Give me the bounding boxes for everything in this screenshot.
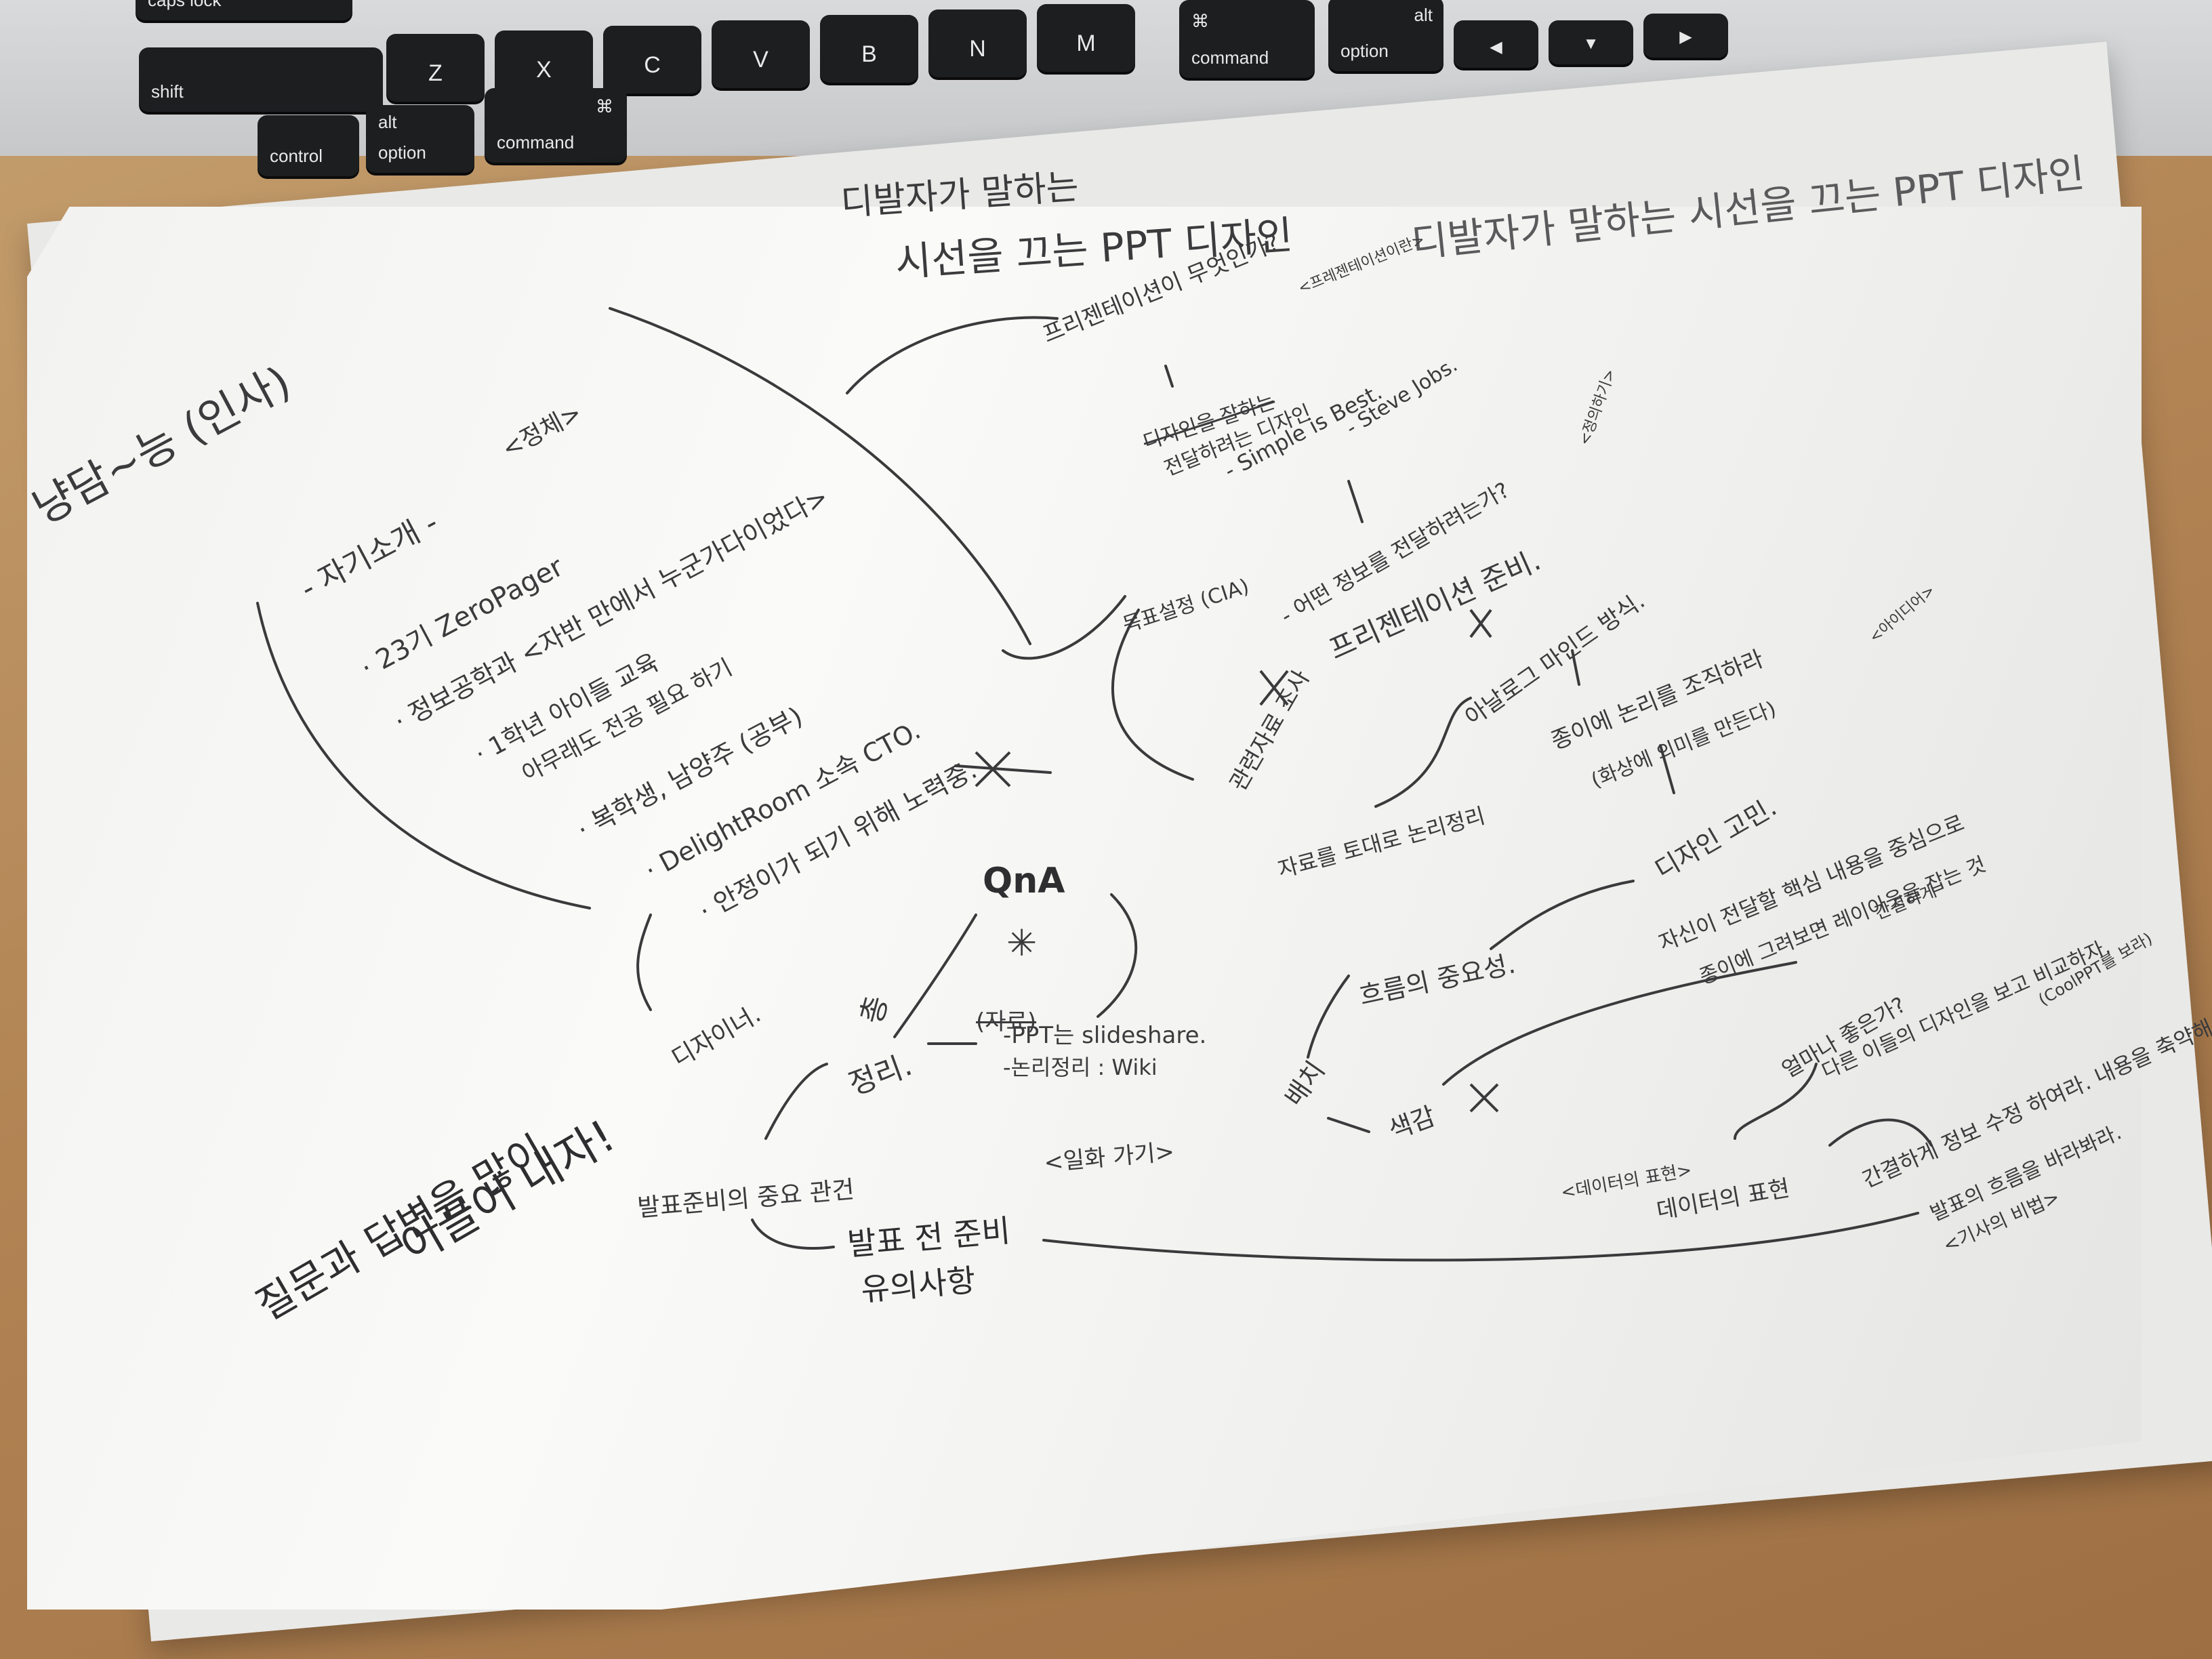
caps-lock-key[interactable]: caps lock	[136, 0, 352, 20]
b-key[interactable]: B	[820, 15, 918, 83]
arrow-intro-cross	[954, 764, 1052, 774]
arrow-to-color	[1327, 1117, 1370, 1133]
ppt-slideshare: -PPT는 slideshare.	[1003, 1022, 1207, 1049]
key-label: option	[378, 142, 426, 163]
n-key[interactable]: N	[928, 9, 1027, 77]
key-label: control	[270, 146, 323, 166]
arrow-to-data	[1734, 1063, 1818, 1140]
arrow-to-title	[846, 316, 1059, 394]
command-symbol-icon: ⌘	[596, 96, 613, 117]
shift-key[interactable]: shift	[139, 47, 383, 112]
arrow-down-2	[1347, 480, 1364, 523]
arrow-designer	[636, 914, 652, 1011]
key-label: N	[969, 36, 986, 62]
arrow-to-paper	[1571, 649, 1580, 686]
command-key-left[interactable]: ⌘ command	[485, 88, 627, 163]
key-label: shift	[151, 81, 184, 102]
asterisk-icon: ✳	[1006, 922, 1038, 964]
arrow-right-key[interactable]: ▶	[1643, 14, 1728, 58]
crossed-note: (자료)	[976, 1008, 1037, 1036]
control-key[interactable]: control	[258, 115, 359, 176]
arrow-to-flow	[1490, 880, 1635, 950]
arrow-data-to-simple	[1828, 1118, 1933, 1147]
key-label: V	[753, 47, 769, 73]
arrow-to-analog	[1374, 697, 1472, 808]
key-label: C	[644, 52, 661, 78]
cross-mark	[1469, 609, 1492, 638]
arrow-qna-right	[1097, 893, 1138, 1018]
arrow-left-icon: ◀	[1490, 38, 1502, 56]
paper-sheet	[27, 207, 2142, 1610]
key-label: M	[1076, 30, 1096, 56]
qna-label: QnA	[983, 861, 1065, 901]
arrow-to-layout	[1307, 975, 1350, 1059]
arrow-summary-qna	[893, 914, 977, 1038]
option-key-right[interactable]: alt option	[1328, 0, 1443, 71]
key-label: alt	[1414, 5, 1433, 25]
key-label: alt	[378, 112, 397, 132]
arrow-goal	[1002, 595, 1126, 660]
key-label: Z	[428, 60, 443, 86]
arrow-down-icon: ▼	[1582, 35, 1599, 53]
arrow-left-key[interactable]: ◀	[1454, 20, 1538, 68]
key-label: X	[536, 57, 552, 83]
arrow-to-design	[1659, 744, 1675, 794]
c-key[interactable]: C	[603, 26, 701, 94]
command-symbol-icon: ⌘	[1191, 11, 1209, 31]
v-key[interactable]: V	[712, 20, 810, 88]
m-key[interactable]: M	[1037, 4, 1135, 72]
command-key-right[interactable]: ⌘ command	[1179, 0, 1315, 78]
arrow-to-summary	[764, 1063, 828, 1140]
z-key[interactable]: Z	[386, 34, 485, 102]
arrow-to-prep	[1042, 1212, 1919, 1262]
x-key[interactable]: X	[495, 30, 593, 98]
cross-mark	[1469, 1083, 1499, 1113]
logic-wiki: -논리정리 : Wiki	[1003, 1054, 1158, 1080]
arrow-color-up	[1442, 961, 1797, 1086]
arrow-right-icon: ▶	[1679, 28, 1692, 46]
option-key-left[interactable]: alt option	[366, 105, 474, 173]
intro-bracket-left	[256, 602, 591, 909]
intro-bracket-line	[609, 307, 1031, 645]
arrow-prep-left	[751, 1218, 835, 1250]
key-label: command	[497, 132, 575, 152]
cross-mark	[975, 751, 1011, 787]
arrow-down-1	[1164, 365, 1174, 388]
arrow-goal-down	[1111, 609, 1194, 781]
key-label: command	[1191, 47, 1269, 68]
key-label: B	[861, 41, 877, 67]
key-label: caps lock	[148, 0, 222, 10]
cross-mark	[1259, 670, 1289, 706]
key-label: option	[1340, 41, 1389, 61]
arrow-down-key[interactable]: ▼	[1549, 20, 1633, 64]
